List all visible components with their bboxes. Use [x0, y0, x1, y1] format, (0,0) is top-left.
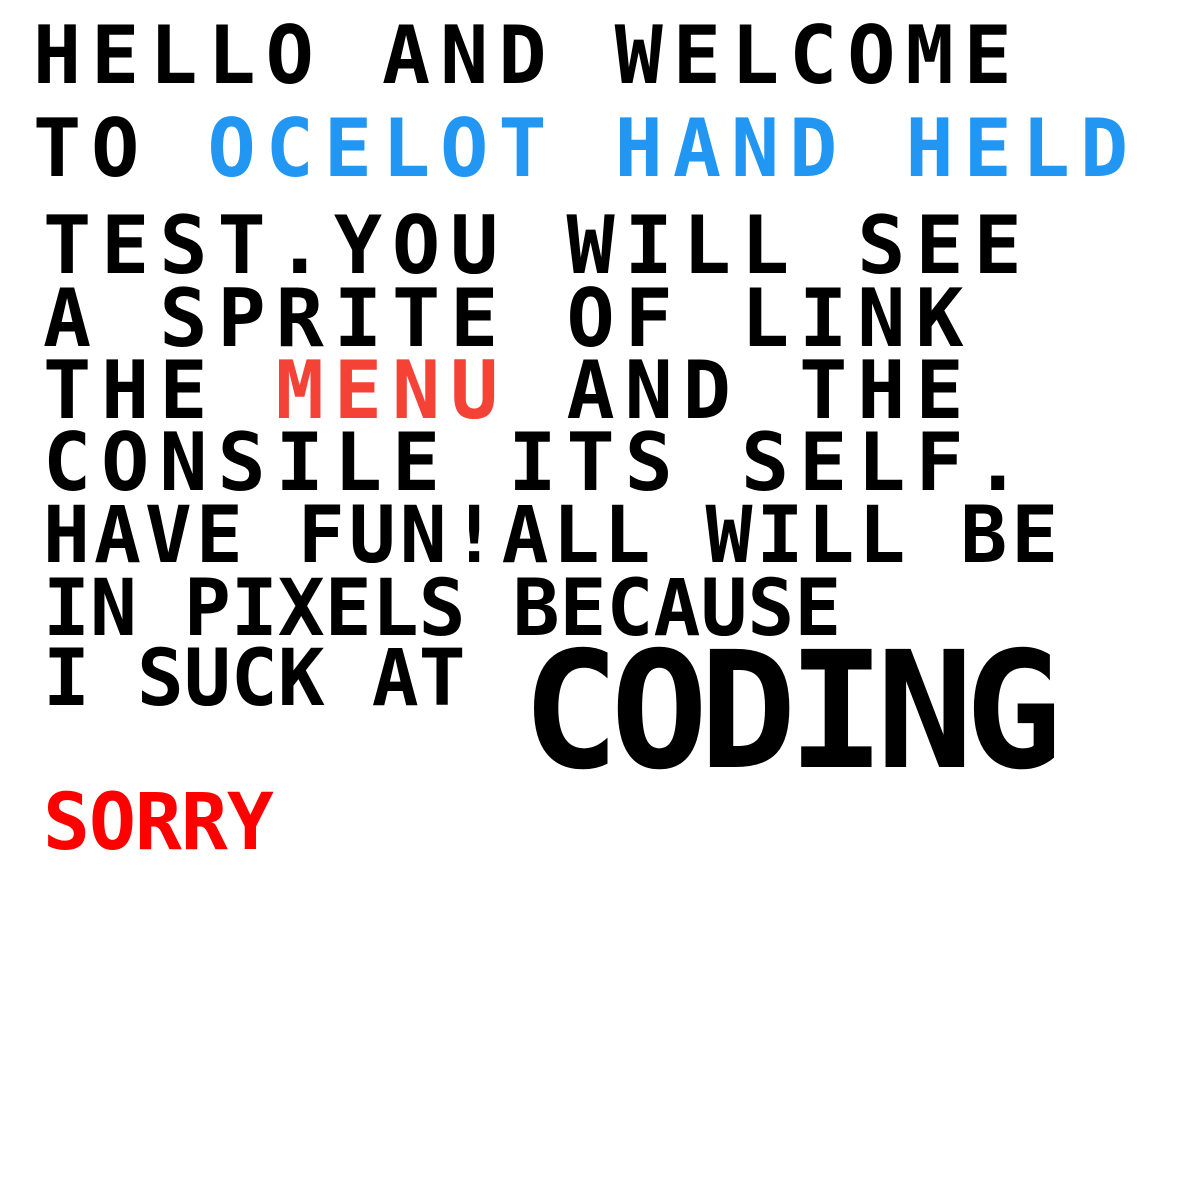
title-highlight: OCELOT HAND HELD [207, 102, 1139, 195]
text-line-9: I SUCK AT [43, 634, 466, 724]
coding-big-word: CODING [522, 618, 1062, 806]
text-line-1: HELLO AND WELCOME [33, 9, 1022, 102]
text-line-4: A SPRITE OF LINK [43, 272, 974, 365]
text-line-7: HAVE FUN!ALL WILL BE [43, 491, 1063, 581]
text-line-5-prefix: THE [43, 344, 276, 437]
text-line-2: TO OCELOT HAND HELD [33, 109, 1138, 189]
text-line-2-prefix: TO [33, 102, 208, 195]
text-line-5-suffix: AND THE [508, 344, 974, 437]
text-line-6: CONSILE ITS SELF. [43, 416, 1032, 509]
text-line-8: IN PIXELS BECAUSE [43, 564, 842, 654]
sorry-text: SORRY [43, 778, 274, 868]
menu-highlight: MENU [275, 344, 509, 437]
text-line-3: TEST.YOU WILL SEE [43, 199, 1032, 292]
text-line-5: THE MENU AND THE [43, 351, 974, 431]
